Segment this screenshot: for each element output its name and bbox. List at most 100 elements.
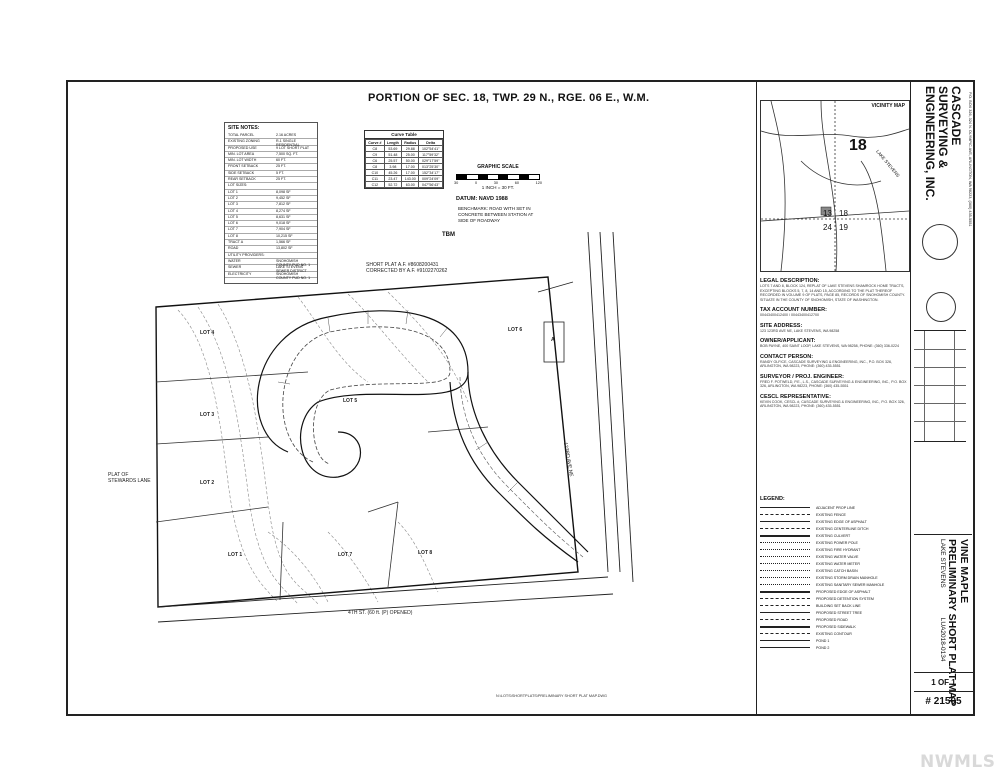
site-note-cell: 8,098 SF xyxy=(276,189,291,194)
contact-heading: CONTACT PERSON: xyxy=(760,353,814,360)
site-note-cell: TRACT A xyxy=(228,240,244,245)
site-note-cell: LAKE STEVENS SEWER DISTRICT xyxy=(276,265,307,274)
graphic-scale-title: GRAPHIC SCALE xyxy=(477,164,519,170)
legend-symbol-icon xyxy=(760,549,810,550)
site-note-cell: LOT SIZES: xyxy=(228,183,248,188)
drawing-title: PORTION OF SEC. 18, TWP. 29 N., RGE. 06 … xyxy=(368,92,650,104)
legend-label: PROPOSED SIDEWALK xyxy=(816,624,856,629)
drawing-sheet: PORTION OF SEC. 18, TWP. 29 N., RGE. 06 … xyxy=(66,80,975,716)
legend-label: ADJACENT PROP LINE xyxy=(816,505,856,510)
scale-tick: 30 xyxy=(454,181,459,185)
curve-table-title: Curve Table xyxy=(365,131,443,139)
legend-symbol-icon xyxy=(760,640,810,641)
company-seal-icon xyxy=(922,224,958,260)
legal-text: LOTS 7 AND 8, BLOCK 124, REPLAT OF LAKE … xyxy=(760,284,905,302)
site-note-cell: 25 FT. xyxy=(276,164,286,169)
vicinity-roads xyxy=(761,101,909,271)
address-text: 123 123RD AVE NE, LAKE STEVENS, WA 98258 xyxy=(760,328,840,333)
site-note-cell: MIN. LOT AREA xyxy=(228,151,255,156)
legend-symbol-icon xyxy=(760,590,810,593)
site-note-cell: 7,812 SF xyxy=(276,202,291,207)
company-address: P.O. BOX 326, 324 N. OLYMPIC AVE, ARLING… xyxy=(968,92,972,227)
owner-applicant: OWNER/APPLICANT: BOB PAYNE, 400 SAINT LO… xyxy=(760,338,910,349)
legend-label: EXISTING WATER VALVE xyxy=(816,554,859,559)
plat-stewards-label: PLAT OF STEWARDS LANE xyxy=(108,472,151,484)
vicinity-grid-24: 24 xyxy=(823,223,832,232)
vicinity-section: 18 xyxy=(849,137,867,154)
legend-label: PROPOSED DETENTION SYSTEM xyxy=(816,596,874,601)
legend-symbol-icon xyxy=(760,584,810,585)
cesc-representative: CESCL REPRESENTATIVE: KEVIN COOK, CESCL … xyxy=(760,394,910,409)
datum-label: DATUM: NAVD 1988 xyxy=(456,196,508,202)
legend-symbol-icon xyxy=(760,619,810,620)
site-note-cell: REAR SETBACK xyxy=(228,177,256,182)
surveyor-engineer: SURVEYOR / PROJ. ENGINEER: FRED F. POTWE… xyxy=(760,374,910,389)
scale-tick: 30 xyxy=(493,181,498,185)
benchmark-note: BENCHMARK: ROAD WITH SET IN CONCRETE BET… xyxy=(458,206,534,223)
legend-label: POND 1 xyxy=(816,638,830,643)
site-note-cell: 7,500 SQ. FT. xyxy=(276,151,299,156)
sheet-number: 1 OF 1 xyxy=(914,672,973,692)
lot-5-label: LOT 5 xyxy=(343,398,358,404)
legend-item: EXISTING FENCE xyxy=(760,511,908,518)
site-note-cell: 5 FT. xyxy=(276,170,284,175)
legend-item: EXISTING FIRE HYDRANT xyxy=(760,546,908,553)
cesc-text: KEVIN COOK, CESCL #, CASCADE SURVEYING &… xyxy=(760,399,905,409)
legend-label: EXISTING EDGE OF ASPHALT xyxy=(816,519,867,524)
vicinity-grid-19: 19 xyxy=(839,223,848,232)
legal-heading: LEGAL DESCRIPTION: xyxy=(760,278,820,284)
lot-2-label: LOT 2 xyxy=(200,480,215,486)
site-note-cell: LOT 5 xyxy=(228,214,238,219)
legend-symbol-icon xyxy=(760,514,810,515)
legend-item: EXISTING STORM DRAIN MANHOLE xyxy=(760,574,908,581)
legend-label: PROPOSED STREET TREE xyxy=(816,610,862,615)
vicinity-grid-18: 18 xyxy=(839,209,848,218)
legend-label: EXISTING CENTERLINE DITCH xyxy=(816,526,869,531)
tbm-label: TBM xyxy=(442,232,455,238)
site-note-row: LOT 5 8,631 SF xyxy=(225,214,317,222)
company-block: CASCADE SURVEYING & ENGINEERING, INC. xyxy=(914,86,966,201)
site-note-row: MIN. LOT AREA 7,500 SQ. FT. xyxy=(225,151,317,159)
cesc-heading: CESCL REPRESENTATIVE: xyxy=(760,393,831,400)
job-number: # 21505 xyxy=(925,695,962,707)
address-heading: SITE ADDRESS: xyxy=(760,322,803,329)
legend-item: PROPOSED ROAD xyxy=(760,616,908,623)
site-note-cell: ELECTRICITY xyxy=(228,271,252,276)
site-note-cell: 9,018 SF xyxy=(276,221,291,226)
scale-tick: 60 xyxy=(514,181,519,185)
site-note-cell: 2.16 ACRES xyxy=(276,133,297,137)
site-note-cell: 8,631 SF xyxy=(276,214,291,219)
panel-divider xyxy=(756,82,757,714)
legend-heading: LEGEND: xyxy=(760,496,785,502)
site-note-cell: SEWER xyxy=(228,265,242,270)
vicinity-grid-13: 13 xyxy=(823,209,832,218)
legend-item: EXISTING CENTERLINE DITCH xyxy=(760,525,908,532)
curve-cell: 63.00 xyxy=(401,181,420,188)
contact-person: CONTACT PERSON: RANDY OLFICE, CASCADE SU… xyxy=(760,354,910,369)
scale-tick: 120 xyxy=(535,181,542,185)
legend-item: PROPOSED DETENTION SYSTEM xyxy=(760,595,908,602)
site-note-row: UTILITY PROVIDERS: xyxy=(225,253,317,259)
site-note-cell: SIDE SETBACK xyxy=(228,170,255,175)
legend-label: POND 2 xyxy=(816,645,830,650)
legend-label: EXISTING CULVERT xyxy=(816,533,851,538)
site-note-cell: 9,452 SF xyxy=(276,195,291,200)
